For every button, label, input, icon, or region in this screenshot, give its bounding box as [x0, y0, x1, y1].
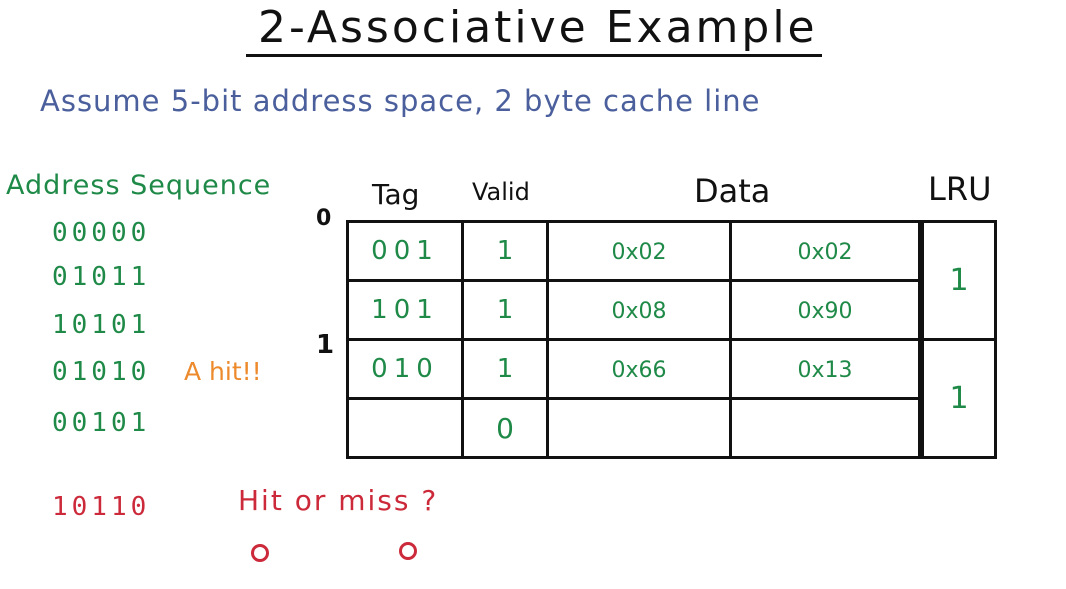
cache-line-row: 001 1 0x02 0x02 1	[346, 220, 997, 341]
miss-radio-button[interactable]	[399, 542, 417, 560]
tag-cell: 010	[346, 338, 464, 400]
valid-cell: 1	[461, 279, 549, 341]
data-byte-cell: 0x08	[546, 279, 732, 341]
data-byte-value: 0x90	[797, 299, 853, 324]
tag-cell: 101	[346, 279, 464, 341]
cache-line-row: 010 1 0x66 0x13 1	[346, 338, 997, 459]
address-item: 10101	[52, 310, 151, 340]
data-byte-cell: 0x90	[729, 279, 923, 341]
set-label-1: 1	[316, 330, 335, 360]
tag-value: 001	[371, 236, 439, 266]
valid-column-header: Valid	[472, 178, 530, 206]
valid-value: 1	[496, 354, 514, 384]
set-label-0: 0	[316, 206, 332, 231]
lru-value: 1	[949, 381, 969, 416]
data-byte-value: 0x02	[797, 240, 853, 265]
data-byte-cell: 0x02	[546, 220, 732, 282]
query-address: 10110	[52, 492, 151, 522]
cache-table: 001 1 0x02 0x02 1 101 1 0x08 0x90 010 1 …	[346, 220, 997, 459]
address-item: 00101	[52, 408, 151, 438]
valid-value: 1	[496, 236, 514, 266]
lru-column-header: LRU	[928, 170, 992, 208]
hit-or-miss-question: Hit or miss ?	[238, 484, 439, 517]
data-byte-value: 0x66	[611, 358, 667, 383]
cache-line-row: 0	[346, 397, 996, 459]
address-item: 01011	[52, 262, 151, 292]
data-byte-cell: 0x13	[729, 338, 923, 400]
valid-cell: 0	[461, 397, 549, 459]
valid-cell: 1	[461, 220, 549, 282]
data-byte-value: 0x13	[797, 358, 853, 383]
lru-cell: 1	[918, 338, 997, 459]
tag-column-header: Tag	[372, 178, 420, 211]
data-byte-cell: 0x66	[546, 338, 732, 400]
assumption-text: Assume 5-bit address space, 2 byte cache…	[40, 84, 761, 118]
data-byte-value: 0x02	[611, 240, 667, 265]
address-item: 00000	[52, 218, 151, 248]
cache-line-row: 101 1 0x08 0x90	[346, 279, 996, 341]
title-underline	[246, 54, 822, 57]
data-byte-cell	[729, 397, 923, 459]
lru-value: 1	[949, 263, 969, 298]
tag-value: 101	[371, 295, 439, 325]
data-byte-value: 0x08	[611, 299, 667, 324]
data-column-header: Data	[694, 172, 771, 210]
data-byte-cell	[546, 397, 732, 459]
tag-cell	[346, 397, 464, 459]
valid-value: 0	[496, 411, 514, 445]
page-title: 2-Associative Example	[258, 2, 818, 53]
valid-cell: 1	[461, 338, 549, 400]
hit-note: A hit!!	[184, 357, 262, 386]
address-sequence-heading: Address Sequence	[6, 170, 272, 201]
tag-value: 010	[371, 354, 439, 384]
data-byte-cell: 0x02	[729, 220, 923, 282]
tag-cell: 001	[346, 220, 464, 282]
lru-cell: 1	[918, 220, 997, 341]
address-item: 01010	[52, 357, 151, 387]
valid-value: 1	[496, 295, 514, 325]
hit-radio-button[interactable]	[251, 544, 269, 562]
